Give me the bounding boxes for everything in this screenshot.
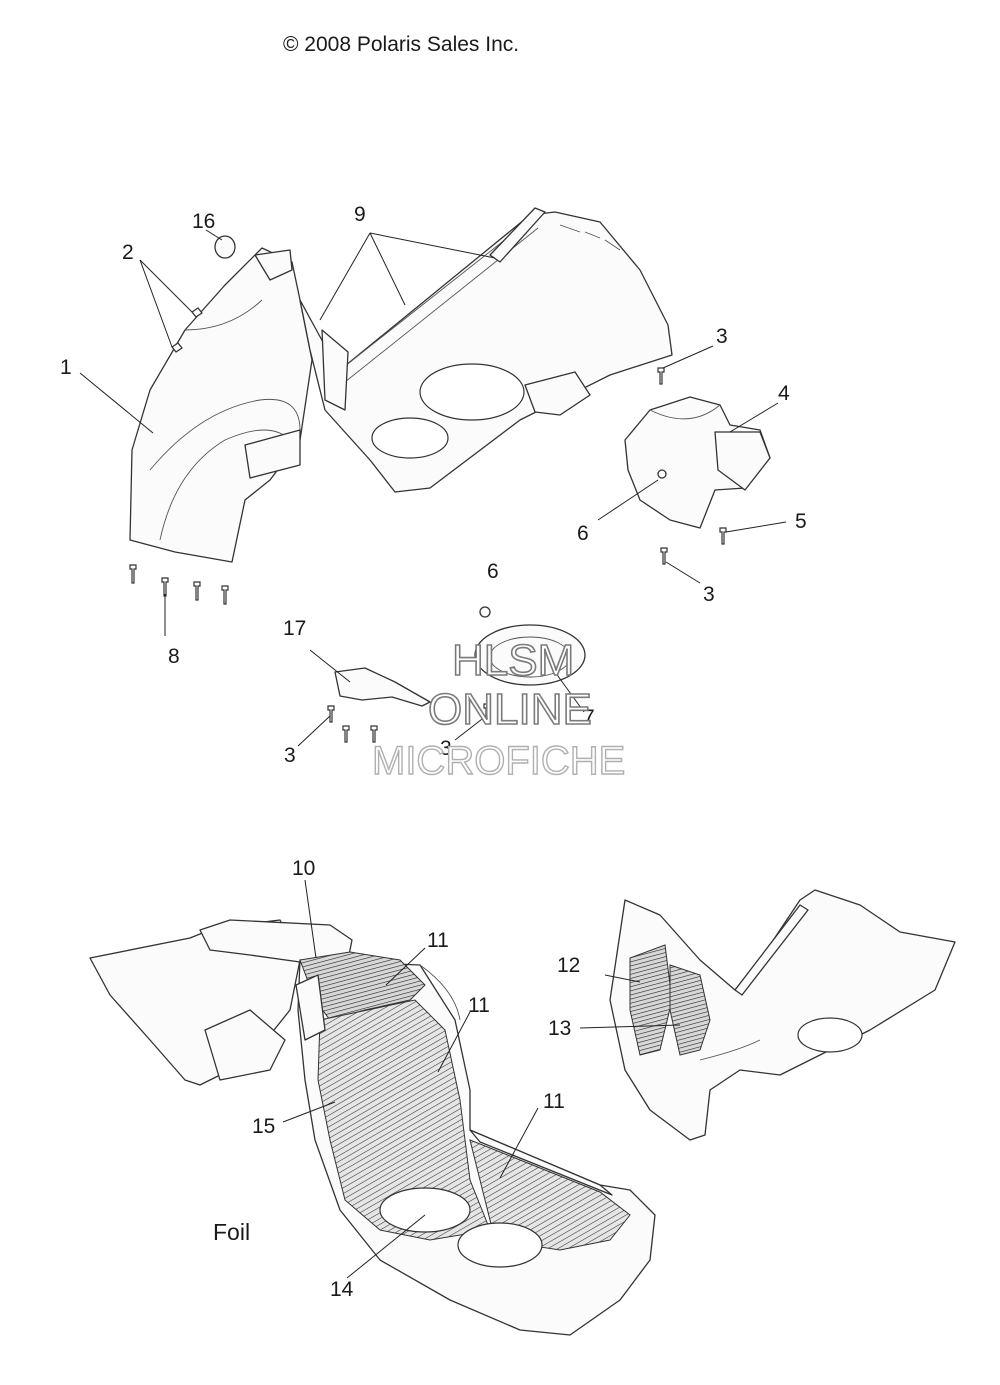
part-9-floor-pan (299, 207, 673, 493)
part-17-bracket (334, 667, 431, 707)
watermark: HLSM ONLINE MICROFICHE (371, 635, 626, 784)
callout-10: 10 (292, 857, 315, 880)
callout-1: 1 (60, 356, 72, 379)
part-2-fasteners (171, 307, 203, 353)
callout-8: 8 (168, 645, 180, 668)
part-12-foil (629, 944, 673, 1056)
leader-lines-upper (79, 229, 787, 747)
callout-16: 16 (192, 210, 215, 233)
callout-3-c: 3 (284, 744, 296, 767)
part-13-foil (669, 964, 711, 1056)
callout-5: 5 (795, 510, 807, 533)
part-1-left-fender (129, 247, 313, 563)
svg-text:MICROFICHE: MICROFICHE (372, 739, 625, 783)
callout-2: 2 (122, 241, 134, 264)
rivets (129, 367, 727, 743)
lower-right-assembly (609, 889, 956, 1141)
callout-11-a: 11 (427, 929, 449, 952)
part-7-seal (474, 624, 586, 686)
callout-12: 12 (557, 954, 580, 977)
callout-7: 7 (583, 706, 595, 729)
copyright-text: © 2008 Polaris Sales Inc. (283, 33, 519, 56)
callout-9: 9 (354, 203, 366, 226)
callout-3-b: 3 (703, 583, 715, 606)
callout-4: 4 (778, 382, 790, 405)
callout-11-c: 11 (543, 1090, 565, 1113)
part-16-grommet (214, 235, 236, 259)
leader-lines-lower (282, 879, 681, 1279)
part-4-panel (624, 396, 771, 529)
callout-3-a: 3 (716, 325, 728, 348)
callout-13: 13 (548, 1017, 571, 1040)
svg-text:ONLINE: ONLINE (428, 685, 592, 734)
callout-15: 15 (252, 1115, 275, 1138)
callout-11-b: 11 (468, 994, 490, 1017)
lower-left-assembly (89, 919, 656, 1336)
callout-14: 14 (330, 1278, 354, 1301)
callout-6-a: 6 (577, 522, 589, 545)
svg-text:HLSM: HLSM (452, 636, 574, 685)
part-6-washer-b (479, 606, 491, 618)
callout-6-b: 6 (487, 560, 499, 583)
part-6-washer-a (657, 469, 667, 479)
callout-3-d: 3 (440, 737, 452, 760)
foil-label: Foil (213, 1219, 250, 1245)
callout-17: 17 (283, 617, 306, 640)
